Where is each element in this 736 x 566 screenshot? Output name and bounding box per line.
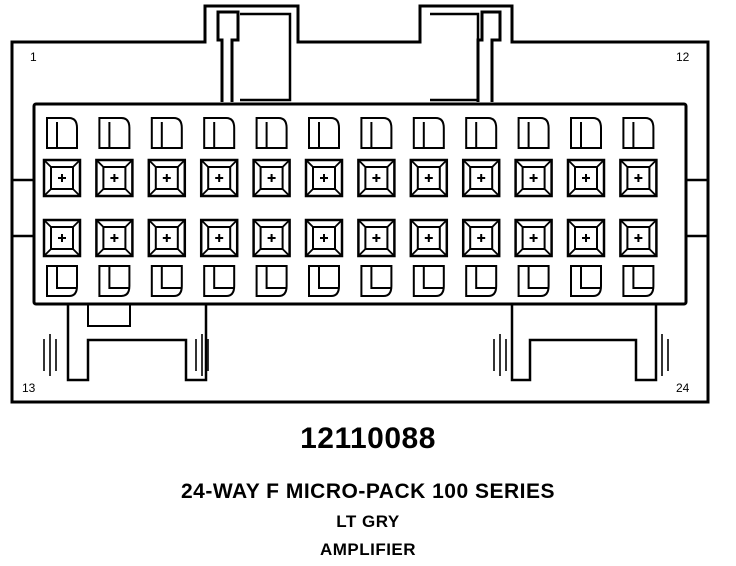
plus-cross-icon xyxy=(372,174,381,182)
latch-tab-icon xyxy=(622,117,655,149)
plus-cross-icon xyxy=(372,234,381,242)
plus-cross-icon xyxy=(267,174,276,182)
pin-label-12: 12 xyxy=(676,50,690,64)
terminal-cavity-17 xyxy=(252,218,291,258)
terminal-cavity-19 xyxy=(357,218,396,258)
terminal-cavity-4 xyxy=(199,158,239,198)
latch-tab-icon xyxy=(308,265,340,297)
latch-tab-icon xyxy=(203,265,236,297)
lock-tab-left xyxy=(216,10,240,102)
latch-tab-icon xyxy=(517,117,550,149)
terminal-cavity-2 xyxy=(95,158,134,198)
terminal-cavity-11 xyxy=(566,158,606,198)
plus-cross-icon xyxy=(529,234,538,242)
connector-usage: AMPLIFIER xyxy=(319,540,417,559)
plus-cross-icon xyxy=(582,234,590,242)
terminal-cavity-21 xyxy=(461,218,501,258)
terminal-cavity-13 xyxy=(42,218,82,258)
plus-cross-icon xyxy=(634,174,643,182)
latch-tab-icon xyxy=(465,117,498,149)
terminal-cavity-18 xyxy=(304,218,344,258)
terminal-cavity-6 xyxy=(304,158,344,198)
plus-cross-icon xyxy=(424,174,433,182)
terminal-cavity-1 xyxy=(42,158,82,198)
latch-tab-icon xyxy=(203,117,236,149)
latch-tab-icon xyxy=(517,265,550,297)
pin-label-1: 1 xyxy=(30,50,37,64)
pin-labels: 1 12 13 24 xyxy=(22,50,690,395)
terminal-cavity-5 xyxy=(252,158,291,198)
terminal-cavity-8 xyxy=(409,158,449,198)
plus-cross-icon xyxy=(529,174,538,182)
latch-tab-icon xyxy=(98,117,131,149)
plus-cross-icon xyxy=(424,234,433,242)
terminal-cavity-16 xyxy=(199,218,239,258)
latch-tab-icon xyxy=(360,265,393,297)
latch-tab-icon xyxy=(255,117,288,149)
plus-cross-icon xyxy=(215,234,224,242)
latch-tab-icon xyxy=(412,265,445,297)
connector-color: LT GRY xyxy=(336,512,400,531)
pin-label-13: 13 xyxy=(22,381,36,395)
grip-ribs xyxy=(43,334,669,376)
side-nub-right xyxy=(686,178,708,238)
terminal-cavity-3 xyxy=(147,158,187,198)
plus-cross-icon xyxy=(320,234,328,242)
plus-cross-icon xyxy=(477,234,486,242)
latch-tab-icon xyxy=(150,117,183,149)
plus-cross-icon xyxy=(267,234,276,242)
latch-tab-icon xyxy=(412,117,445,149)
latch-tab-icon xyxy=(622,265,655,297)
key-left xyxy=(66,304,208,382)
housing-outline xyxy=(10,4,710,404)
plus-cross-icon xyxy=(582,174,590,182)
plus-cross-icon xyxy=(162,174,171,182)
terminal-cavity-12 xyxy=(619,158,658,198)
cavity-panel xyxy=(32,102,688,306)
plus-cross-icon xyxy=(215,174,224,182)
plus-cross-icon xyxy=(110,174,119,182)
latch-left xyxy=(240,12,292,102)
terminal-cavity-9 xyxy=(461,158,501,198)
terminal-cavity-24 xyxy=(619,218,658,258)
plus-cross-icon xyxy=(58,234,66,242)
plus-cross-icon xyxy=(162,234,171,242)
terminal-cavity-15 xyxy=(147,218,187,258)
plus-cross-icon xyxy=(320,174,328,182)
latch-tab-icon xyxy=(150,265,183,297)
terminal-cavity-10 xyxy=(514,158,553,198)
terminal-cavity-22 xyxy=(514,218,553,258)
part-number: 12110088 xyxy=(300,422,436,455)
latch-tab-icon xyxy=(360,117,393,149)
latch-tab-icon xyxy=(570,117,602,149)
terminal-cavity-7 xyxy=(357,158,396,198)
latch-tab-icon xyxy=(46,117,78,149)
key-left-inner xyxy=(87,304,131,327)
pin-label-24: 24 xyxy=(676,381,690,395)
terminal-cavity-14 xyxy=(95,218,134,258)
plus-cross-icon xyxy=(634,234,643,242)
connector-face-drawing: 1 12 13 24 xyxy=(10,4,710,404)
lock-tab-right xyxy=(476,10,502,102)
connector-description: 24-WAY F MICRO-PACK 100 SERIES xyxy=(180,480,556,503)
plus-cross-icon xyxy=(58,174,66,182)
cavity-grid xyxy=(42,117,658,297)
plus-cross-icon xyxy=(477,174,486,182)
latch-tab-icon xyxy=(308,117,340,149)
plus-cross-icon xyxy=(110,234,119,242)
latch-tab-icon xyxy=(255,265,288,297)
latch-tab-icon xyxy=(465,265,498,297)
terminal-cavity-20 xyxy=(409,218,449,258)
key-right xyxy=(510,304,658,382)
side-nub-left xyxy=(12,178,34,238)
latch-tab-icon xyxy=(46,265,78,297)
terminal-cavity-23 xyxy=(566,218,606,258)
latch-right xyxy=(430,12,480,102)
latch-tab-icon xyxy=(570,265,602,297)
latch-tab-icon xyxy=(98,265,131,297)
